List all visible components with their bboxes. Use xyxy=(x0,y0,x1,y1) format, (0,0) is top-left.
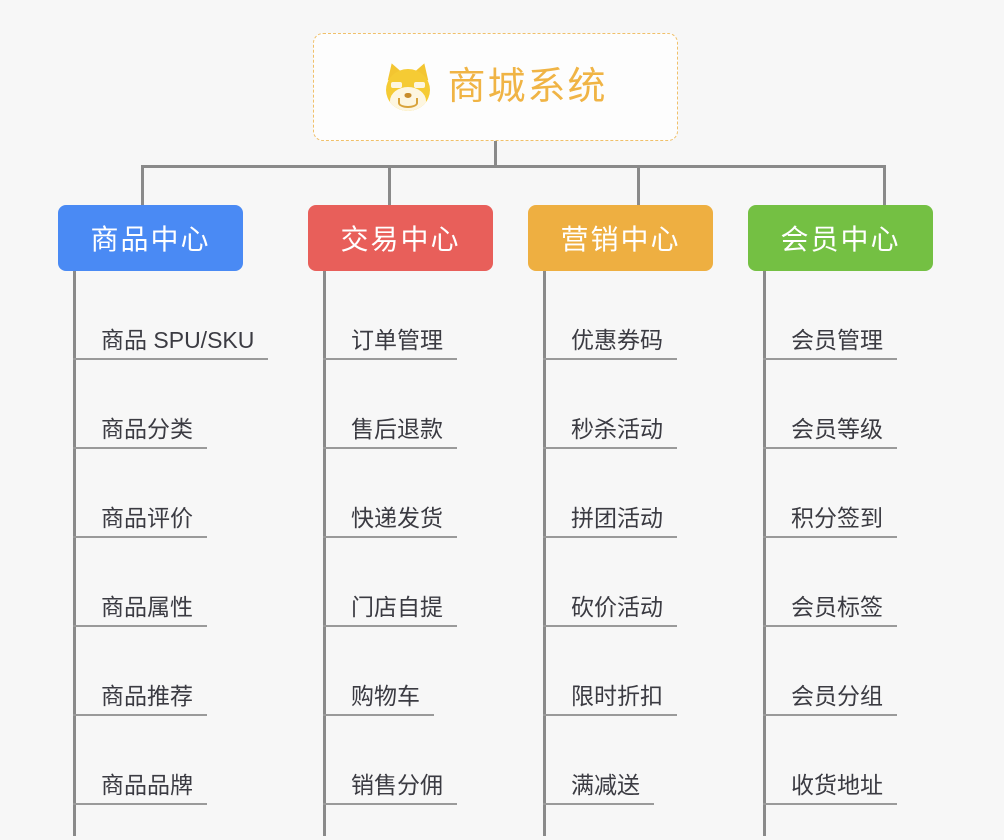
leaf-item[interactable]: 商品 SPU/SKU xyxy=(73,271,269,360)
leaf-item[interactable]: 拼团活动 xyxy=(543,449,677,538)
leaf-item[interactable]: 门店自提 xyxy=(323,538,457,627)
leaf-label: 快递发货 xyxy=(323,505,457,538)
branch-spine xyxy=(763,271,766,836)
category-box-trade-center[interactable]: 交易中心 xyxy=(308,205,493,271)
branch-drop-connector-1 xyxy=(141,165,144,205)
category-box-product-center[interactable]: 商品中心 xyxy=(58,205,243,271)
leaf-item[interactable]: 会员等级 xyxy=(763,360,897,449)
category-label: 商品中心 xyxy=(90,224,211,255)
leaf-label: 商品推荐 xyxy=(73,683,207,716)
leaf-item[interactable]: 秒杀活动 xyxy=(543,360,677,449)
leaf-label: 会员管理 xyxy=(763,327,897,360)
branch-drop-connector-3 xyxy=(637,165,640,205)
leaf-item[interactable]: 购物车 xyxy=(323,627,457,716)
leaf-list: 会员管理 会员等级 积分签到 会员标签 会员分组 收货地址 xyxy=(763,271,897,805)
leaf-label: 满减送 xyxy=(543,772,654,805)
leaf-item[interactable]: 优惠券码 xyxy=(543,271,677,360)
root-stem-connector xyxy=(494,141,497,168)
branch-drop-connector-4 xyxy=(883,165,886,205)
leaf-list: 商品 SPU/SKU 商品分类 商品评价 商品属性 商品推荐 商品品牌 xyxy=(73,271,269,805)
leaf-item[interactable]: 满减送 xyxy=(543,716,677,805)
leaf-label: 商品 SPU/SKU xyxy=(73,327,269,360)
leaf-item[interactable]: 商品评价 xyxy=(73,449,268,538)
leaf-label: 售后退款 xyxy=(323,416,457,449)
leaf-label: 会员分组 xyxy=(763,683,897,716)
leaf-label: 商品评价 xyxy=(73,505,207,538)
category-box-marketing-center[interactable]: 营销中心 xyxy=(528,205,713,271)
leaf-label: 商品品牌 xyxy=(73,772,207,805)
leaf-item[interactable]: 会员标签 xyxy=(763,538,897,627)
leaf-list: 优惠券码 秒杀活动 拼团活动 砍价活动 限时折扣 满减送 xyxy=(543,271,677,805)
shiba-inu-dog-icon xyxy=(383,60,434,112)
leaf-item[interactable]: 限时折扣 xyxy=(543,627,677,716)
leaf-item[interactable]: 售后退款 xyxy=(323,360,457,449)
category-label: 交易中心 xyxy=(340,224,461,255)
leaf-label: 限时折扣 xyxy=(543,683,677,716)
leaf-label: 积分签到 xyxy=(763,505,897,538)
branch-spine xyxy=(73,271,76,836)
horizontal-bus-connector xyxy=(141,165,886,168)
leaf-item[interactable]: 订单管理 xyxy=(323,271,457,360)
leaf-item[interactable]: 商品分类 xyxy=(73,360,268,449)
branch-spine xyxy=(323,271,326,836)
root-node[interactable]: 商城系统 xyxy=(313,33,678,141)
leaf-label: 会员等级 xyxy=(763,416,897,449)
leaf-item[interactable]: 商品品牌 xyxy=(73,716,268,805)
leaf-label: 砍价活动 xyxy=(543,594,677,627)
leaf-label: 销售分佣 xyxy=(323,772,457,805)
leaf-label: 秒杀活动 xyxy=(543,416,677,449)
branch-spine xyxy=(543,271,546,836)
category-label: 会员中心 xyxy=(780,224,901,255)
leaf-item[interactable]: 销售分佣 xyxy=(323,716,457,805)
leaf-item[interactable]: 积分签到 xyxy=(763,449,897,538)
leaf-item[interactable]: 商品属性 xyxy=(73,538,268,627)
leaf-label: 优惠券码 xyxy=(543,327,677,360)
leaf-item[interactable]: 会员管理 xyxy=(763,271,897,360)
leaf-label: 订单管理 xyxy=(323,327,457,360)
leaf-list: 订单管理 售后退款 快递发货 门店自提 购物车 销售分佣 xyxy=(323,271,457,805)
category-label: 营销中心 xyxy=(560,224,681,255)
leaf-item[interactable]: 会员分组 xyxy=(763,627,897,716)
branch-drop-connector-2 xyxy=(388,165,391,205)
root-label: 商城系统 xyxy=(447,66,608,108)
leaf-item[interactable]: 收货地址 xyxy=(763,716,897,805)
leaf-label: 门店自提 xyxy=(323,594,457,627)
leaf-label: 收货地址 xyxy=(763,772,897,805)
leaf-label: 购物车 xyxy=(323,683,434,716)
leaf-label: 会员标签 xyxy=(763,594,897,627)
leaf-label: 拼团活动 xyxy=(543,505,677,538)
leaf-item[interactable]: 砍价活动 xyxy=(543,538,677,627)
leaf-item[interactable]: 商品推荐 xyxy=(73,627,268,716)
leaf-item[interactable]: 快递发货 xyxy=(323,449,457,538)
leaf-label: 商品分类 xyxy=(73,416,207,449)
leaf-label: 商品属性 xyxy=(73,594,207,627)
category-box-member-center[interactable]: 会员中心 xyxy=(748,205,933,271)
